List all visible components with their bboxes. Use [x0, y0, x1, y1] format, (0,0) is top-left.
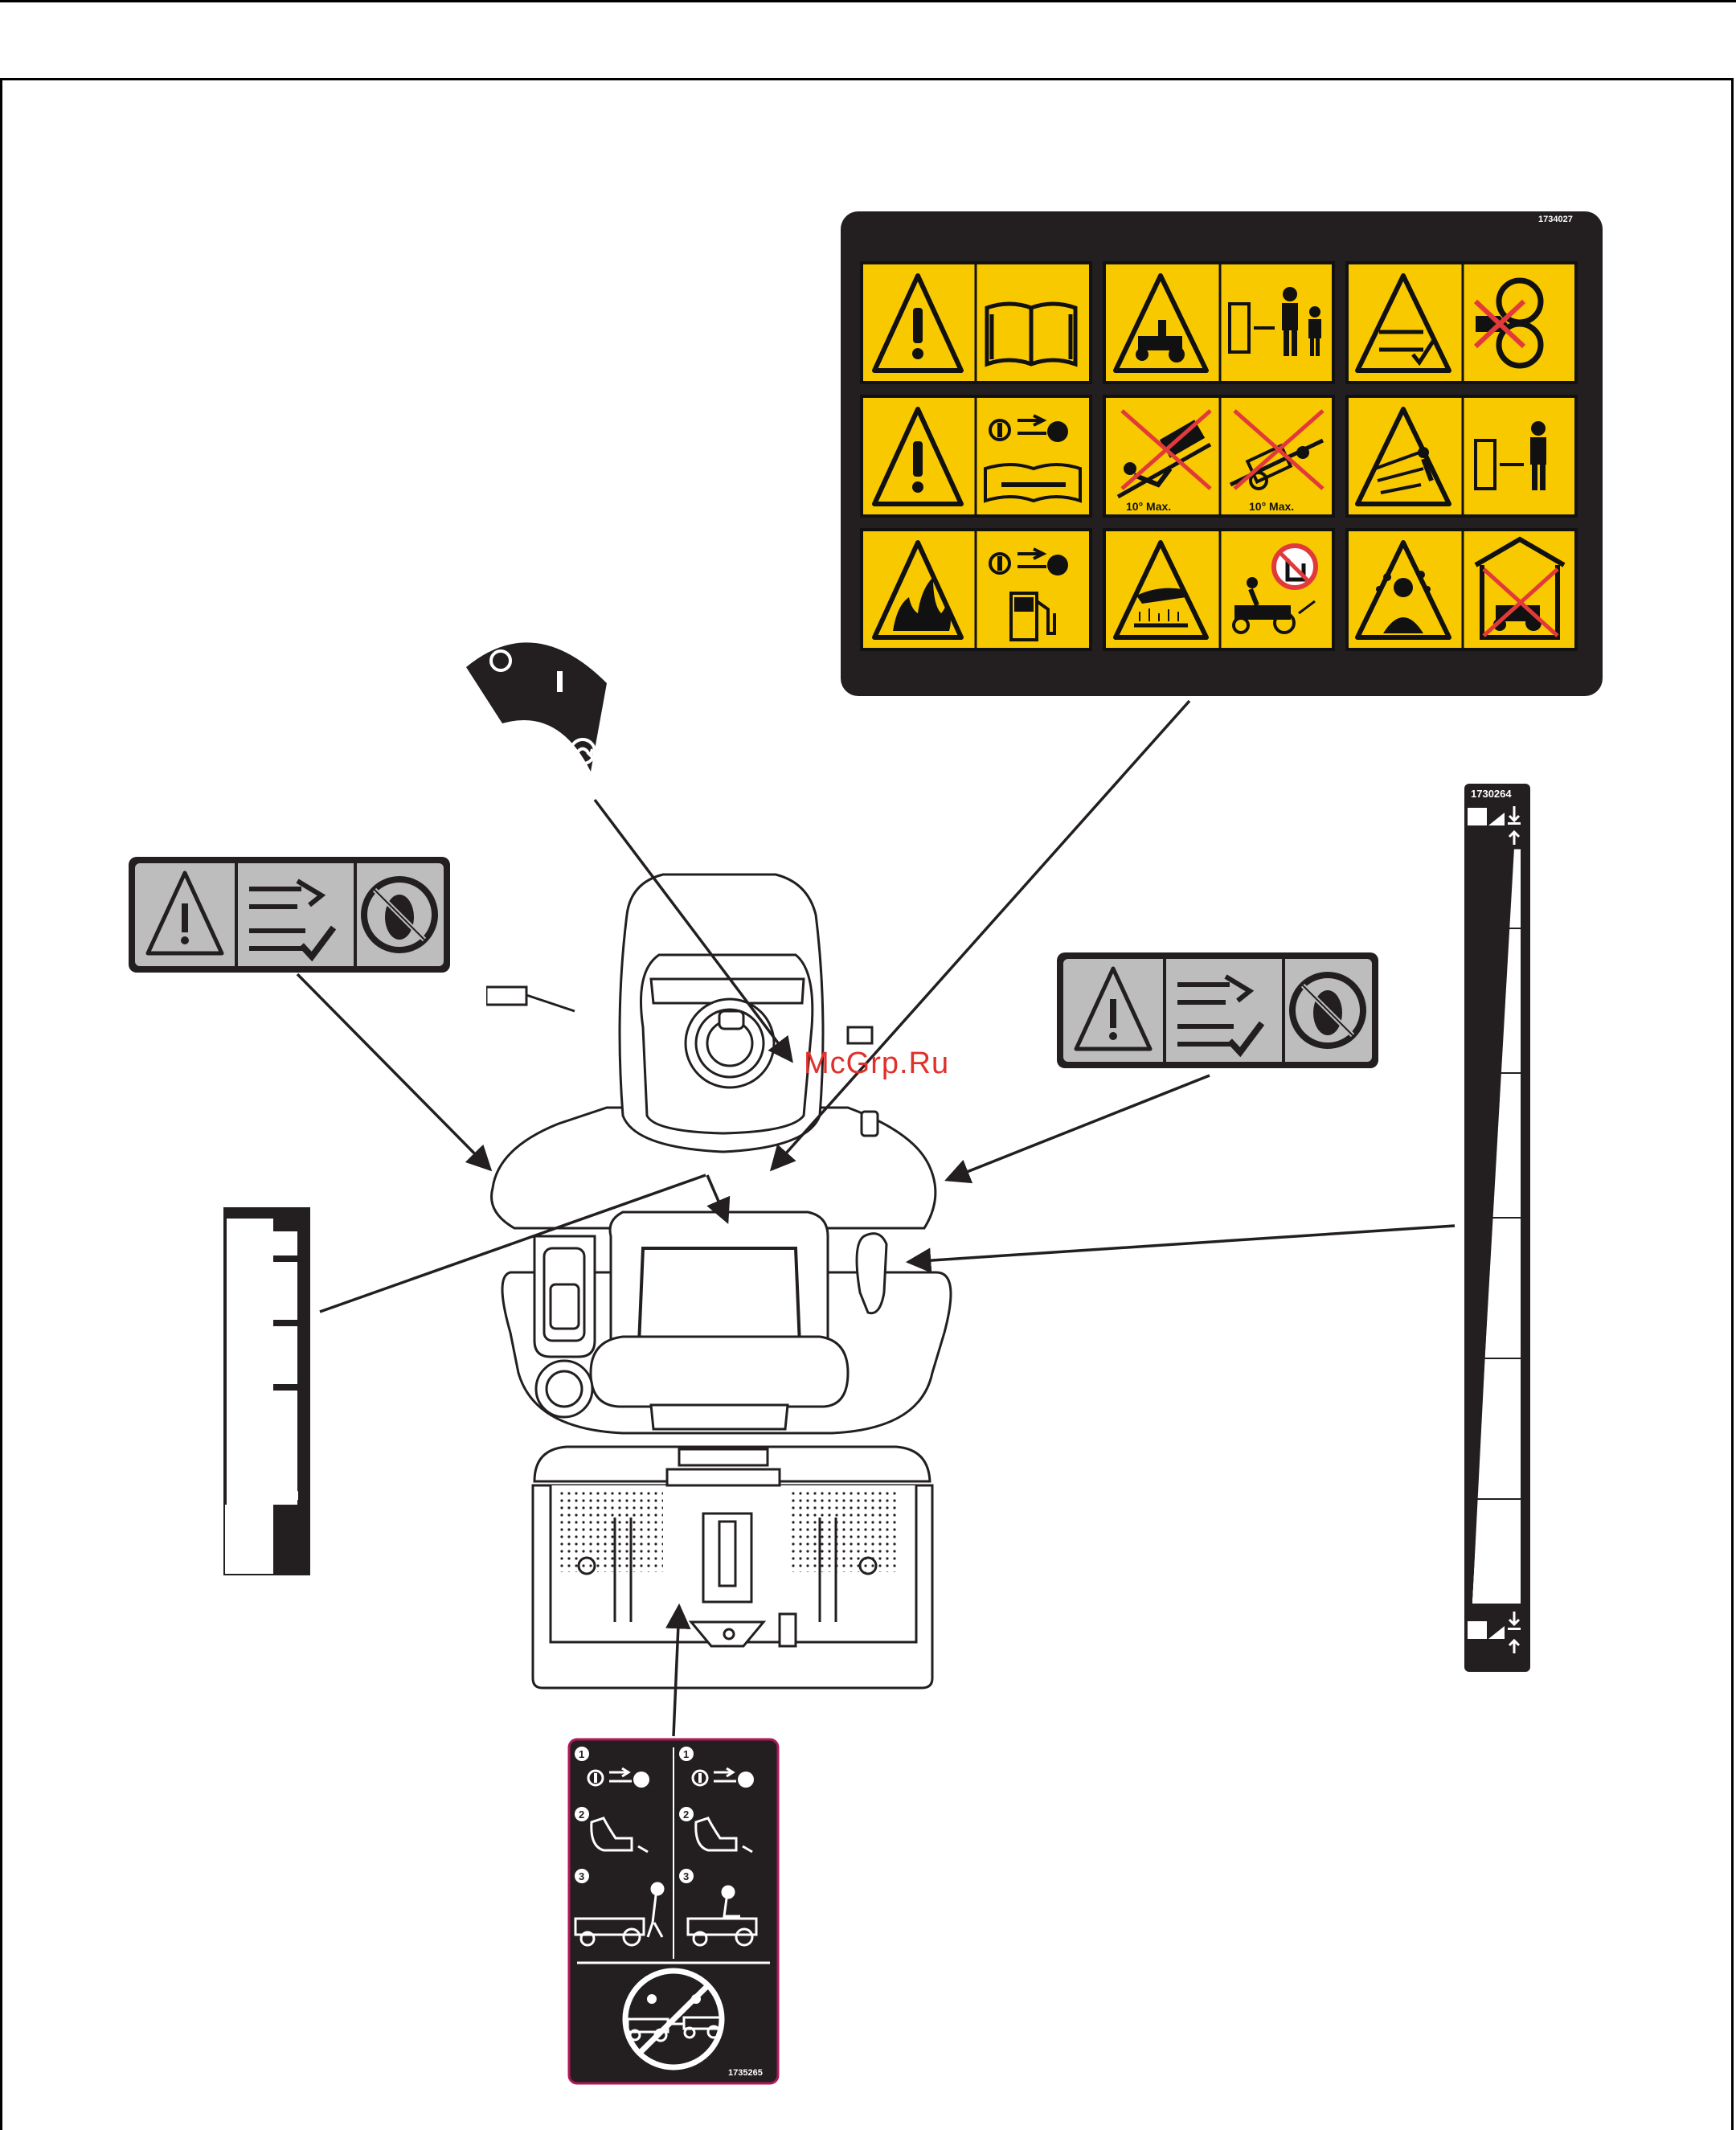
watermark: McGrp.Ru [804, 1047, 949, 1081]
